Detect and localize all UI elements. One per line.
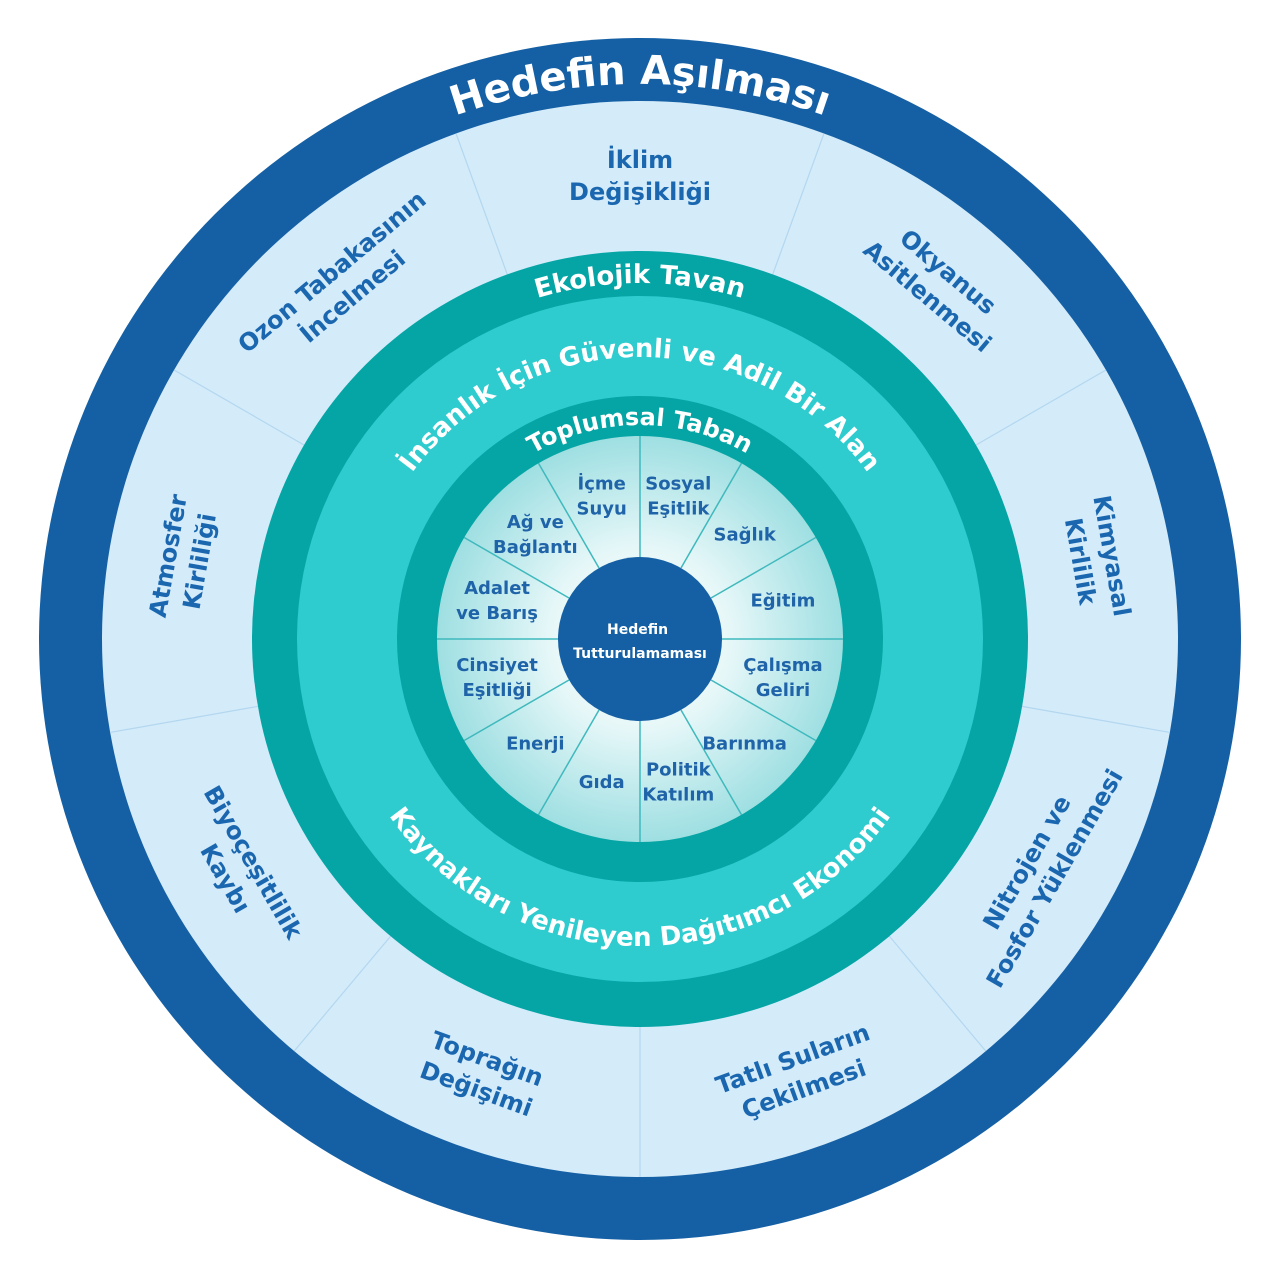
ecological-ceiling-label-line: Değişikliği [569,178,711,206]
ecological-ceiling-divider [772,133,825,275]
ecological-ceiling-divider [173,369,305,446]
core-title-line: Tutturulamaması [573,646,707,662]
ecological-ceiling-divider [1022,705,1170,734]
social-foundation-label: Barınma [702,734,787,755]
social-foundation-divider [680,709,743,816]
social-foundation-label-line: Barınma [702,734,787,755]
social-foundation-label-line: Sosyal [645,474,711,495]
social-foundation-label-line: Cinsiyet [456,655,538,676]
social-foundation-label-line: Enerji [506,734,565,755]
ecological-ceiling-divider [455,133,508,275]
social-foundation-divider [710,679,817,742]
social-foundation-label: Sağlık [713,524,776,545]
social-foundation-label: Gıda [579,772,625,793]
social-foundation-label: Enerji [506,734,565,755]
ecological-ceiling-divider [293,935,392,1052]
social-foundation-label: Ağ ve Bağlantı [493,512,578,558]
ecological-ceiling-label-line: İklim [607,145,673,174]
social-foundation-label-line: Bağlantı [493,537,578,558]
social-foundation-label-line: İçme [578,473,626,495]
core-title: Hedefin Tutturulamaması [573,622,707,662]
social-foundation-divider [680,462,743,569]
core-title-line: Hedefin [607,622,668,638]
social-foundation-label-line: Politik [646,759,712,780]
social-foundation-label-line: Gıda [579,772,625,793]
social-foundation-label-line: Sağlık [713,524,776,545]
ecological-ceiling-divider [888,935,987,1052]
ecological-ceiling-dividers [110,133,1170,1177]
ecological-ceiling-divider [975,369,1107,446]
social-foundation-label-line: Eşitlik [647,499,710,520]
social-foundation-divider [463,679,570,742]
social-foundation-dividers [437,436,843,842]
social-foundation-label-line: Suyu [577,499,627,520]
social-foundation-label-line: Eğitim [751,591,816,612]
social-foundation-label: Eğitim [751,591,816,612]
social-foundation-label-line: Eşitliği [462,680,531,701]
ecological-ceiling-divider [110,705,258,734]
social-foundation-divider [537,709,600,816]
social-foundation-label: Adalet ve Barış [456,578,538,624]
social-foundation-divider [463,536,570,599]
social-foundation-divider [537,462,600,569]
social-foundation-label-line: ve Barış [456,603,538,624]
social-foundation-label-line: Geliri [756,680,810,701]
social-foundation-label-line: Çalışma [743,655,822,676]
social-foundation-label-line: Ağ ve [507,512,564,533]
social-foundation-divider [710,536,817,599]
shortfall-core [558,557,722,721]
social-foundation-label-line: Katılım [642,784,714,805]
social-foundation-label-line: Adalet [464,578,530,599]
